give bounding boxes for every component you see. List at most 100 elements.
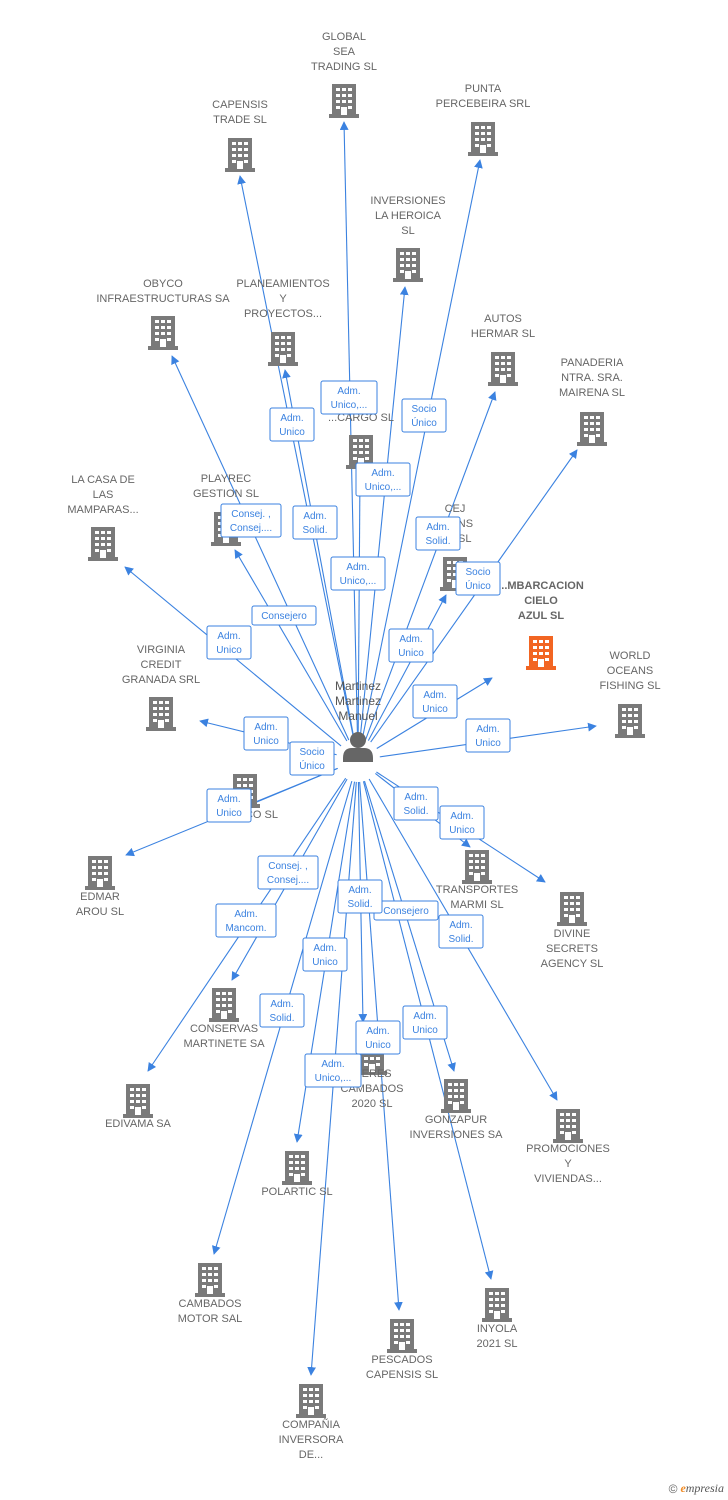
relation-label-text: Socio <box>299 747 324 758</box>
relation-label-cambados-motor[interactable]: Adm.Solid. <box>259 993 305 1028</box>
relation-label-text: Adm. <box>313 943 336 954</box>
relation-label-promociones[interactable]: Adm.Solid. <box>438 914 484 949</box>
relation-label-divine[interactable]: Adm.Unico <box>439 805 485 840</box>
relation-label-eres[interactable]: Consejero <box>373 900 439 921</box>
relation-label-planeamientos[interactable]: Adm.Unico <box>269 407 315 442</box>
relation-label-capensis-trade[interactable]: Adm.Solid. <box>292 505 338 540</box>
building-icon <box>195 1263 225 1297</box>
relation-label-text: Adm. <box>321 1059 344 1070</box>
relation-label-text: Unico <box>398 648 424 659</box>
relation-label-edivama[interactable]: Consej. ,Consej.... <box>257 855 319 890</box>
company-label: VIVIENDAS... <box>534 1173 602 1185</box>
company-label: CIELO <box>524 595 558 607</box>
company-label: POLARTIC SL <box>261 1186 332 1198</box>
company-node-la-casa[interactable]: LA CASA DE LAS MAMPARAS... <box>67 474 139 561</box>
company-label: Y <box>279 293 287 305</box>
relation-label-polartic[interactable]: Adm.Unico <box>302 937 348 972</box>
relation-label-inversiones-heroica[interactable]: Adm.Unico,... <box>355 462 411 497</box>
company-node-inyola[interactable]: INYOLA 2021 SL <box>477 1288 518 1350</box>
relation-label-text: Unico <box>216 645 242 656</box>
relation-label-text: Adm. <box>366 1026 389 1037</box>
company-label: LA CASA DE <box>71 474 135 486</box>
company-label: INYOLA <box>477 1323 518 1335</box>
relation-edge-playrec <box>234 549 348 742</box>
person-icon <box>343 732 373 762</box>
relation-label-text: Adm. <box>337 386 360 397</box>
relation-label-transportes[interactable]: Adm. Solid. <box>393 786 439 821</box>
relation-label-conservas[interactable]: Adm.Mancom. <box>215 903 277 938</box>
relation-label-edmar[interactable]: Adm.Unico <box>206 788 252 823</box>
company-label: MAMPARAS... <box>67 504 138 516</box>
company-label: DE... <box>299 1449 323 1461</box>
building-icon <box>268 332 298 366</box>
relation-label-text: Mancom. <box>225 923 266 934</box>
relation-label-text: Adm. <box>450 811 473 822</box>
relation-label-cej[interactable]: Adm.Unico <box>388 628 434 663</box>
relation-label-text: Solid. <box>403 806 428 817</box>
relation-label-inyola[interactable]: Adm.Solid. <box>337 879 383 914</box>
company-label: CREDIT <box>141 659 182 671</box>
company-label: Y <box>564 1158 572 1170</box>
relation-label-virginia[interactable]: Adm.Unico <box>243 716 289 751</box>
company-node-cargo[interactable]: ...CARGO SL <box>328 412 394 469</box>
company-label: GRANADA SRL <box>122 674 200 686</box>
relation-label-cargo[interactable]: Adm.Unico,... <box>330 556 386 591</box>
relation-label-pescados[interactable]: Adm.Unico <box>355 1020 401 1055</box>
company-label: SL <box>401 225 414 237</box>
relation-label-text: Adm. <box>423 690 446 701</box>
relation-label-obyco[interactable]: Consejero <box>251 605 317 626</box>
company-node-edivama[interactable]: EDIVAMA SA <box>105 1084 172 1130</box>
building-icon <box>462 850 492 884</box>
company-label: GONZAPUR <box>425 1114 487 1126</box>
company-node-polartic[interactable]: POLARTIC SL <box>261 1151 333 1198</box>
relation-label-text: Adm. <box>217 794 240 805</box>
company-node-promociones[interactable]: PROMOCIONESYVIVIENDAS... <box>526 1109 610 1185</box>
relation-label-text: Adm. <box>404 792 427 803</box>
company-label: OCEANS <box>607 665 653 677</box>
relation-label-world-oceans[interactable]: Adm.Unico <box>465 718 511 753</box>
company-label: TRANSPORTES <box>436 884 518 896</box>
relation-label-la-casa[interactable]: Adm.Unico <box>206 625 252 660</box>
company-label: LAS <box>93 489 114 501</box>
relation-label-global-sea[interactable]: Adm.Unico,... <box>320 380 378 415</box>
relation-label-autos-hermar[interactable]: Adm.Solid. <box>415 516 461 551</box>
building-icon <box>329 84 359 118</box>
relation-label-gonzapur[interactable]: Adm.Unico <box>402 1005 448 1040</box>
building-icon <box>553 1109 583 1143</box>
relation-label-text: Adm. <box>449 920 472 931</box>
company-node-compania[interactable]: COMPAÑIAINVERSORADE... <box>279 1384 344 1461</box>
relation-label-text: Solid. <box>302 525 327 536</box>
company-label: EDMAR <box>80 891 120 903</box>
relation-label-embarcacion[interactable]: Adm.Unico <box>412 684 458 719</box>
company-node-planeamientos[interactable]: PLANEAMIENTOSYPROYECTOS... <box>236 278 330 366</box>
building-icon <box>526 636 556 670</box>
relation-label-compania[interactable]: Adm.Unico,... <box>304 1053 362 1088</box>
relation-label-playrec[interactable]: Consej. ,Consej.... <box>220 503 282 538</box>
person-name: Martinez <box>335 679 381 693</box>
relation-edge-cargo <box>355 469 365 739</box>
company-label: 2021 SL <box>477 1338 518 1350</box>
